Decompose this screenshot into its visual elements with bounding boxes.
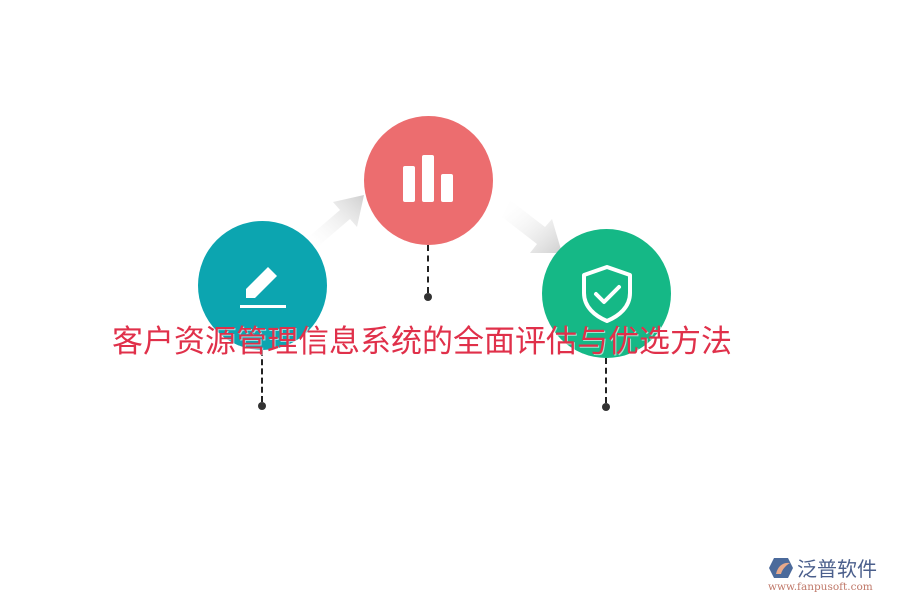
- step-1-circle: [198, 221, 327, 350]
- shield-check-icon: [581, 264, 632, 323]
- step-1-connector: [261, 350, 265, 402]
- fanpu-logo-icon: [769, 557, 793, 578]
- bar-chart-icon: [402, 154, 453, 202]
- diagram-title: 客户资源管理信息系统的全面评估与优选方法: [112, 324, 732, 360]
- logo-name: 泛普软件: [797, 557, 877, 581]
- arrow-up-right-icon: [305, 195, 364, 249]
- step-1-dot: [258, 402, 266, 410]
- step-2-dot: [424, 293, 432, 301]
- brand-logo: 泛普软件 www.fanpusoft.com: [768, 553, 877, 593]
- arrow-down-right-icon: [502, 200, 562, 253]
- step-3-circle: [542, 229, 671, 358]
- step-2-connector: [427, 245, 431, 293]
- step-3-connector: [605, 358, 609, 403]
- step-3-dot: [602, 403, 610, 411]
- step-2-circle: [364, 116, 493, 245]
- logo-url: www.fanpusoft.com: [768, 581, 873, 593]
- pencil-icon: [239, 266, 286, 308]
